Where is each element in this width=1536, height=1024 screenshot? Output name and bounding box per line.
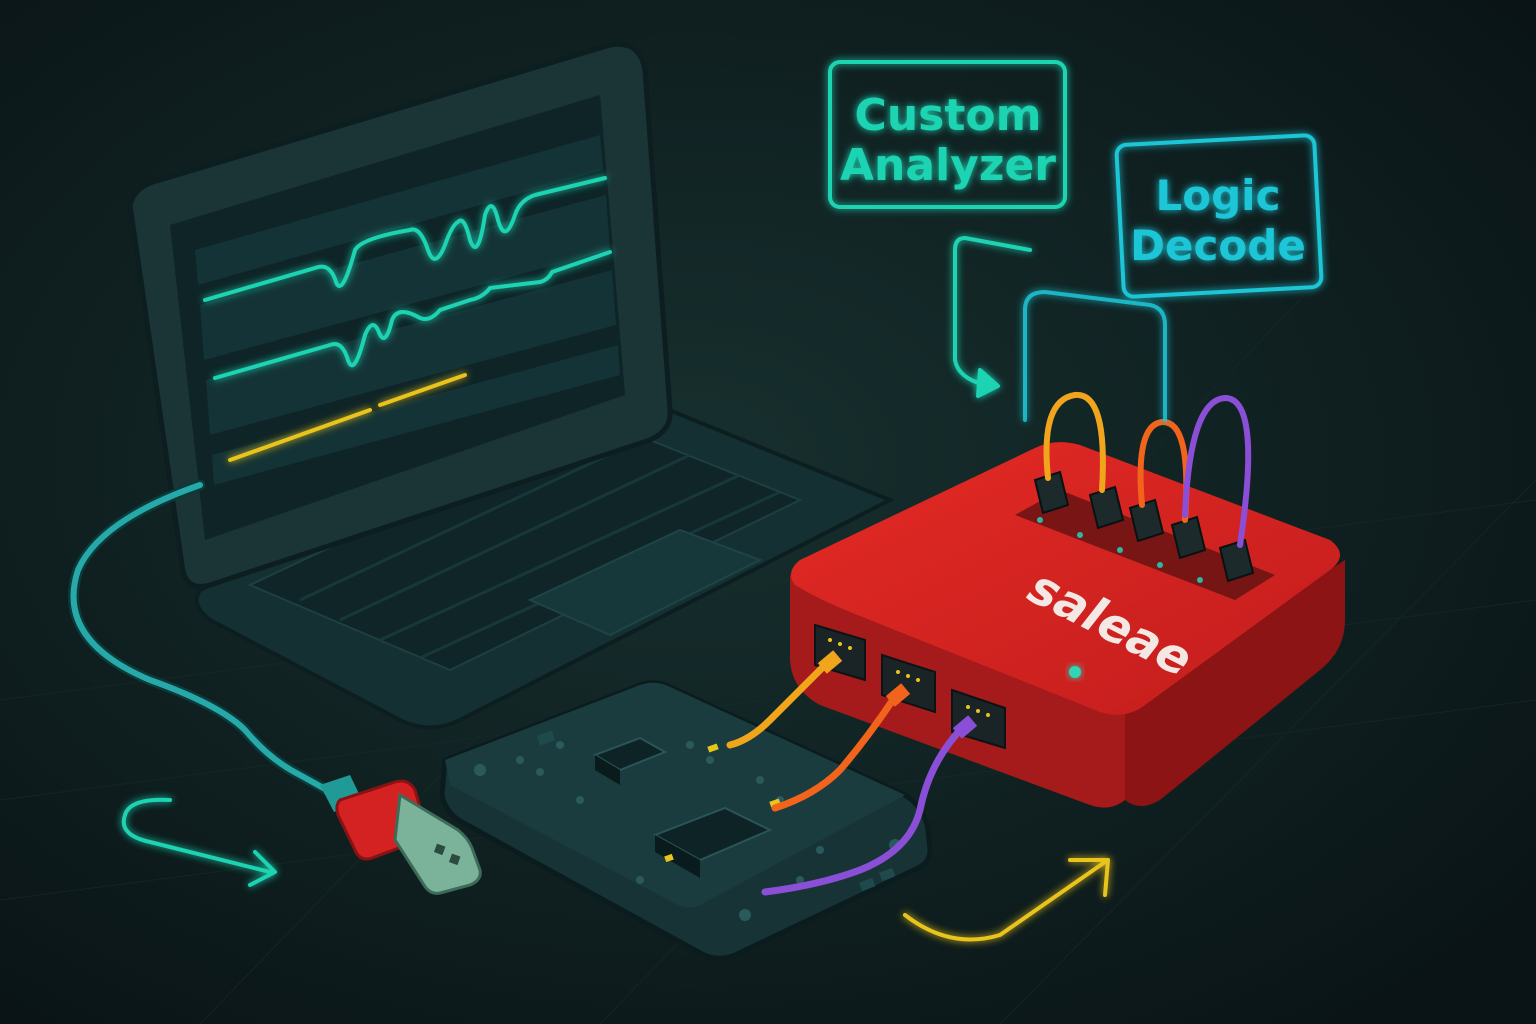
arrow-custom-analyzer-to-device xyxy=(953,236,1032,387)
arrows xyxy=(121,236,1167,942)
wire-orange xyxy=(771,688,902,812)
top-wire-loops xyxy=(1043,391,1252,548)
wire-yellow xyxy=(726,656,834,749)
device-status-led xyxy=(1069,666,1081,678)
front-wires xyxy=(726,656,969,896)
laptop-trackpad xyxy=(527,528,763,637)
arrow-head-custom xyxy=(976,368,1000,398)
wire-loop-orange xyxy=(1137,419,1190,523)
label-logic-decode-line1: Logic xyxy=(1156,171,1281,220)
arrow-bottom-right xyxy=(903,860,1107,942)
logic-analyzer-device: saleae xyxy=(790,442,1345,808)
laptop-icon xyxy=(127,41,895,730)
usb-connector-icon xyxy=(335,779,482,895)
device-top xyxy=(791,442,1340,715)
label-logic-decode-line2: Decode xyxy=(1130,221,1306,270)
wire-loop-purple xyxy=(1182,394,1252,548)
wire-loop-yellow xyxy=(1043,391,1106,493)
arrow-bottom-left xyxy=(121,797,272,874)
screen-waveforms xyxy=(203,176,612,462)
board-chip-small xyxy=(592,736,668,772)
wire-plugs xyxy=(817,650,978,739)
waveform-3 xyxy=(228,373,467,462)
label-custom-analyzer: Custom Analyzer xyxy=(828,60,1067,209)
screen-rows xyxy=(195,135,620,485)
label-custom-analyzer-line2: Analyzer xyxy=(840,140,1056,191)
waveform-2 xyxy=(213,250,612,380)
label-custom-analyzer-line1: Custom xyxy=(855,90,1042,141)
laptop-screen xyxy=(170,95,625,540)
arrow-head-bottom-right xyxy=(1068,858,1110,897)
device-front-ports xyxy=(814,623,1006,750)
connector-logic-decode xyxy=(1023,290,1167,422)
label-logic-decode: Logic Decode xyxy=(1114,133,1324,299)
wire-purple xyxy=(761,721,969,896)
arrow-head-bottom-left xyxy=(248,850,277,887)
circuit-board-icon xyxy=(439,680,933,961)
device-top-connectors xyxy=(1033,470,1255,583)
waveform-1 xyxy=(203,176,607,302)
device-right-side xyxy=(1125,560,1345,806)
